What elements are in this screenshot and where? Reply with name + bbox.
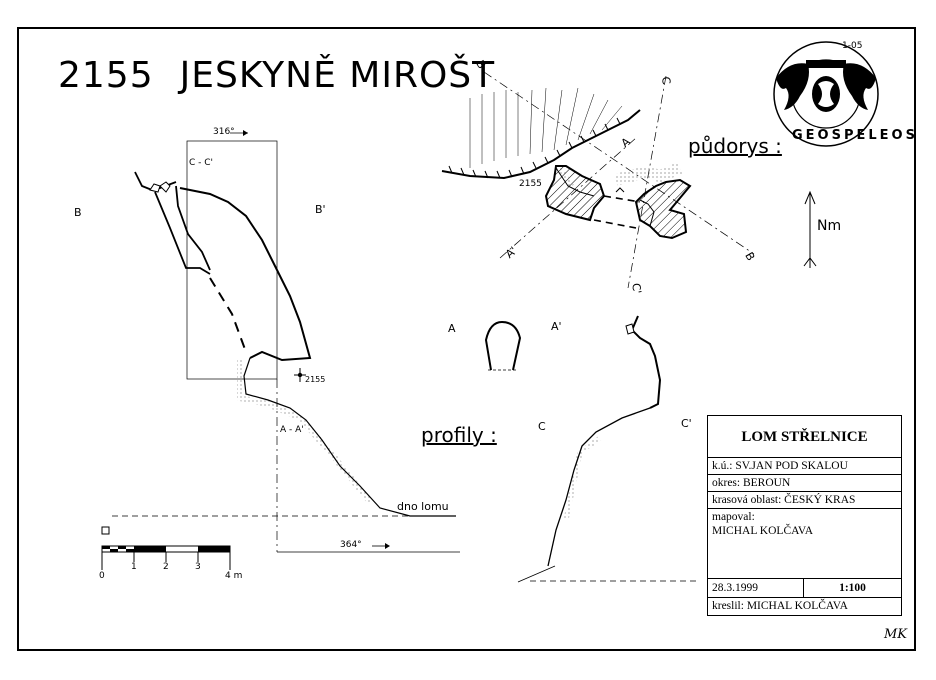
geospeleos-logo: [773, 41, 879, 147]
profile-cc: [517, 315, 700, 583]
map-scale: 1:100: [803, 579, 901, 597]
drawn-by: kreslil: MICHAL KOLČAVA: [712, 600, 848, 612]
section-cc-label: C - C': [189, 158, 214, 168]
mapped-by-name: MICHAL KOLČAVA: [712, 525, 814, 537]
karst-region: krasová oblast: ČESKÝ KRAS: [708, 492, 901, 509]
profile-c-prime-label: C': [681, 417, 692, 430]
bearing-top: 316°: [213, 127, 235, 137]
profile-b-prime-label: B': [315, 203, 326, 216]
north-label: Nm: [817, 218, 842, 234]
cave-name: JESKYNĚ MIROŠT: [179, 55, 496, 96]
cave-plan: [441, 71, 817, 289]
section-box-cc: [186, 140, 278, 380]
survey-point-2155: [294, 368, 306, 382]
scale-tick-1: 1: [131, 562, 137, 572]
profiles-label: profily :: [421, 423, 497, 447]
profile-a-label: A: [448, 322, 456, 335]
mapped-by-label: mapoval:: [712, 511, 755, 523]
quarry-floor-label: dno lomu: [397, 500, 449, 513]
mapped-by-cell: mapoval: MICHAL KOLČAVA: [708, 509, 901, 579]
profile-bb: [112, 130, 460, 553]
bearing-bottom: 364°: [340, 540, 362, 550]
scale-tick-4: 4 m: [225, 571, 243, 581]
cadastral-area: k.ú.: SV.JAN POD SKALOU: [708, 458, 901, 475]
plan-c-prime-label: C': [629, 282, 644, 295]
locality-name: LOM STŘELNICE: [708, 416, 901, 458]
profile-aa: [484, 320, 522, 371]
scale-tick-2: 2: [163, 562, 169, 572]
survey-date: 28.3.1999: [712, 582, 758, 594]
cave-number: 2155: [58, 55, 154, 96]
north-arrow: [803, 190, 817, 268]
author-signature: MK: [884, 627, 908, 642]
scale-tick-3: 3: [195, 562, 201, 572]
section-aa-label: A - A': [280, 425, 304, 435]
district: okres: BEROUN: [708, 475, 901, 492]
scale-bar: [101, 526, 231, 570]
scale-marker: [101, 526, 110, 535]
profile-c-label: C: [538, 420, 546, 433]
profile-b-label: B: [74, 206, 82, 219]
map-title: 2155 JESKYNĚ MIROŠT: [58, 55, 495, 96]
info-table: LOM STŘELNICE k.ú.: SV.JAN POD SKALOU ok…: [707, 415, 902, 616]
plan-label: půdorys :: [688, 134, 782, 158]
logo-code: 1-05: [842, 41, 863, 51]
profile-a-prime-label: A': [551, 320, 562, 333]
date-scale-row: 28.3.1999 1:100: [708, 579, 901, 598]
scale-tick-0: 0: [99, 571, 105, 581]
logo-text: GEOSPELEOS: [792, 128, 918, 143]
map-frame: [17, 27, 916, 651]
plan-cave-code: 2155: [519, 179, 542, 189]
survey-point-label: 2155: [305, 375, 326, 384]
